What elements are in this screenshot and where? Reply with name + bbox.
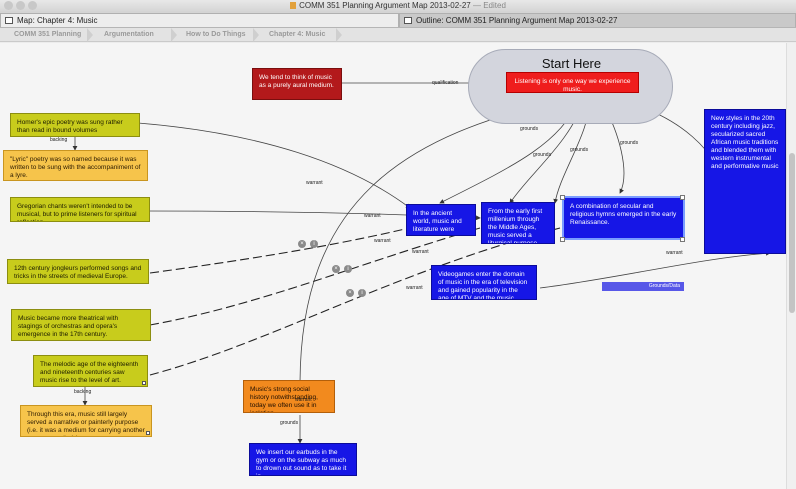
link-label-warrant: warrant [666, 250, 683, 256]
breadcrumb-separator-icon [253, 28, 259, 42]
link-label-warrant: warrant [412, 249, 429, 255]
link-label-qualification: qualification [432, 80, 459, 86]
tab-outline[interactable]: Outline: COMM 351 Planning Argument Map … [399, 13, 796, 27]
selection-handle[interactable] [680, 195, 685, 200]
info-icon[interactable]: i [310, 240, 318, 248]
link-warrant [539, 250, 771, 289]
breadcrumb: COMM 351 Planning Argumentation How to D… [0, 28, 796, 42]
breadcrumb-item-project[interactable]: COMM 351 Planning [14, 31, 82, 38]
tab-map-label: Map: Chapter 4: Music [17, 16, 98, 25]
melodic-node[interactable]: The melodic age of the eighteenth and ni… [33, 355, 148, 387]
link-label-warrant: warrant [306, 180, 323, 186]
first-millenium-node[interactable]: From the early first millenium through t… [481, 202, 555, 244]
link-label-warrant: warrant [295, 397, 312, 403]
map-canvas[interactable]: Start Here Listening is only one way we … [0, 43, 786, 489]
close-window-icon[interactable] [4, 1, 13, 10]
breadcrumb-item-chapter[interactable]: Chapter 4: Music [269, 31, 326, 38]
outline-icon [404, 17, 412, 24]
link-label-grounds: grounds [533, 152, 552, 158]
theatrical-node[interactable]: Music became more theatrical with stagin… [11, 309, 151, 341]
window-title: COMM 351 Planning Argument Map 2013-02-2… [299, 1, 471, 10]
minimize-window-icon[interactable] [16, 1, 25, 10]
rebuttal-x-icon[interactable]: × [346, 289, 354, 297]
link-label-grounds: grounds [520, 126, 539, 132]
selection-handle[interactable] [680, 237, 685, 242]
secular-hymns-node[interactable]: A combination of secular and religious h… [563, 197, 684, 239]
link-label-backing: backing [74, 389, 92, 395]
resize-handle-icon[interactable] [142, 381, 146, 385]
tab-map[interactable]: Map: Chapter 4: Music [0, 13, 399, 27]
breadcrumb-separator-icon [336, 28, 342, 42]
link-rebuttal [149, 227, 561, 376]
map-icon [5, 17, 13, 24]
resize-handle-icon[interactable] [146, 431, 150, 435]
lyric-node[interactable]: "Lyric" poetry was so named because it w… [3, 150, 148, 181]
main-claim-node[interactable]: Listening is only one way we experience … [506, 72, 639, 93]
info-icon[interactable]: i [358, 289, 366, 297]
selection-handle[interactable] [560, 237, 565, 242]
scroll-thumb[interactable] [789, 153, 795, 313]
zoom-window-icon[interactable] [28, 1, 37, 10]
rebuttal-x-icon[interactable]: × [298, 240, 306, 248]
twentieth-century-node[interactable]: New styles in the 20th century including… [704, 109, 786, 254]
link-label-warrant: warrant [364, 213, 381, 219]
link-label-backing: backing [50, 137, 68, 143]
qualification-node[interactable]: We tend to think of music as a purely au… [252, 68, 342, 100]
selection-handle[interactable] [560, 195, 565, 200]
gregorian-node[interactable]: Gregorian chants weren't intended to be … [10, 197, 150, 222]
tab-outline-label: Outline: COMM 351 Planning Argument Map … [416, 16, 618, 25]
link-rebuttal [149, 227, 481, 326]
document-icon [290, 2, 297, 9]
link-label-grounds: grounds [570, 147, 589, 153]
edited-status: — Edited [472, 1, 506, 10]
info-icon[interactable]: i [344, 265, 352, 273]
breadcrumb-separator-icon [171, 28, 177, 42]
videogames-node[interactable]: Videogames enter the domain of music in … [431, 265, 537, 300]
breadcrumb-item-argumentation[interactable]: Argumentation [104, 31, 154, 38]
homer-node[interactable]: Homer's epic poetry was sung rather than… [10, 113, 140, 137]
breadcrumb-separator-icon [87, 28, 93, 42]
link-label-grounds: grounds [280, 420, 299, 426]
link-label-grounds: grounds [620, 140, 639, 146]
breadcrumb-item-how-to[interactable]: How to Do Things [186, 31, 246, 38]
jongleurs-node[interactable]: 12th century jongleurs performed songs a… [7, 259, 149, 284]
earbuds-node[interactable]: We insert our earbuds in the gym or on t… [249, 443, 357, 476]
start-title: Start Here [541, 56, 602, 71]
through-era-node[interactable]: Through this era, music still largely se… [20, 405, 152, 437]
link-label-warrant: warrant [374, 238, 391, 244]
ancient-world-node[interactable]: In the ancient world, music and literatu… [406, 204, 476, 236]
vertical-scrollbar[interactable] [786, 43, 796, 489]
tab-bar: Map: Chapter 4: Music Outline: COMM 351 … [0, 11, 796, 28]
social-history-node[interactable]: Music's strong social history notwithsta… [243, 380, 335, 413]
link-rebuttal [149, 222, 431, 274]
grounds-data-tab[interactable]: Grounds/Data [602, 282, 684, 291]
window-titlebar: COMM 351 Planning Argument Map 2013-02-2… [0, 0, 796, 11]
link-label-warrant: warrant [406, 285, 423, 291]
link-warrant [137, 122, 411, 209]
rebuttal-x-icon[interactable]: × [332, 265, 340, 273]
